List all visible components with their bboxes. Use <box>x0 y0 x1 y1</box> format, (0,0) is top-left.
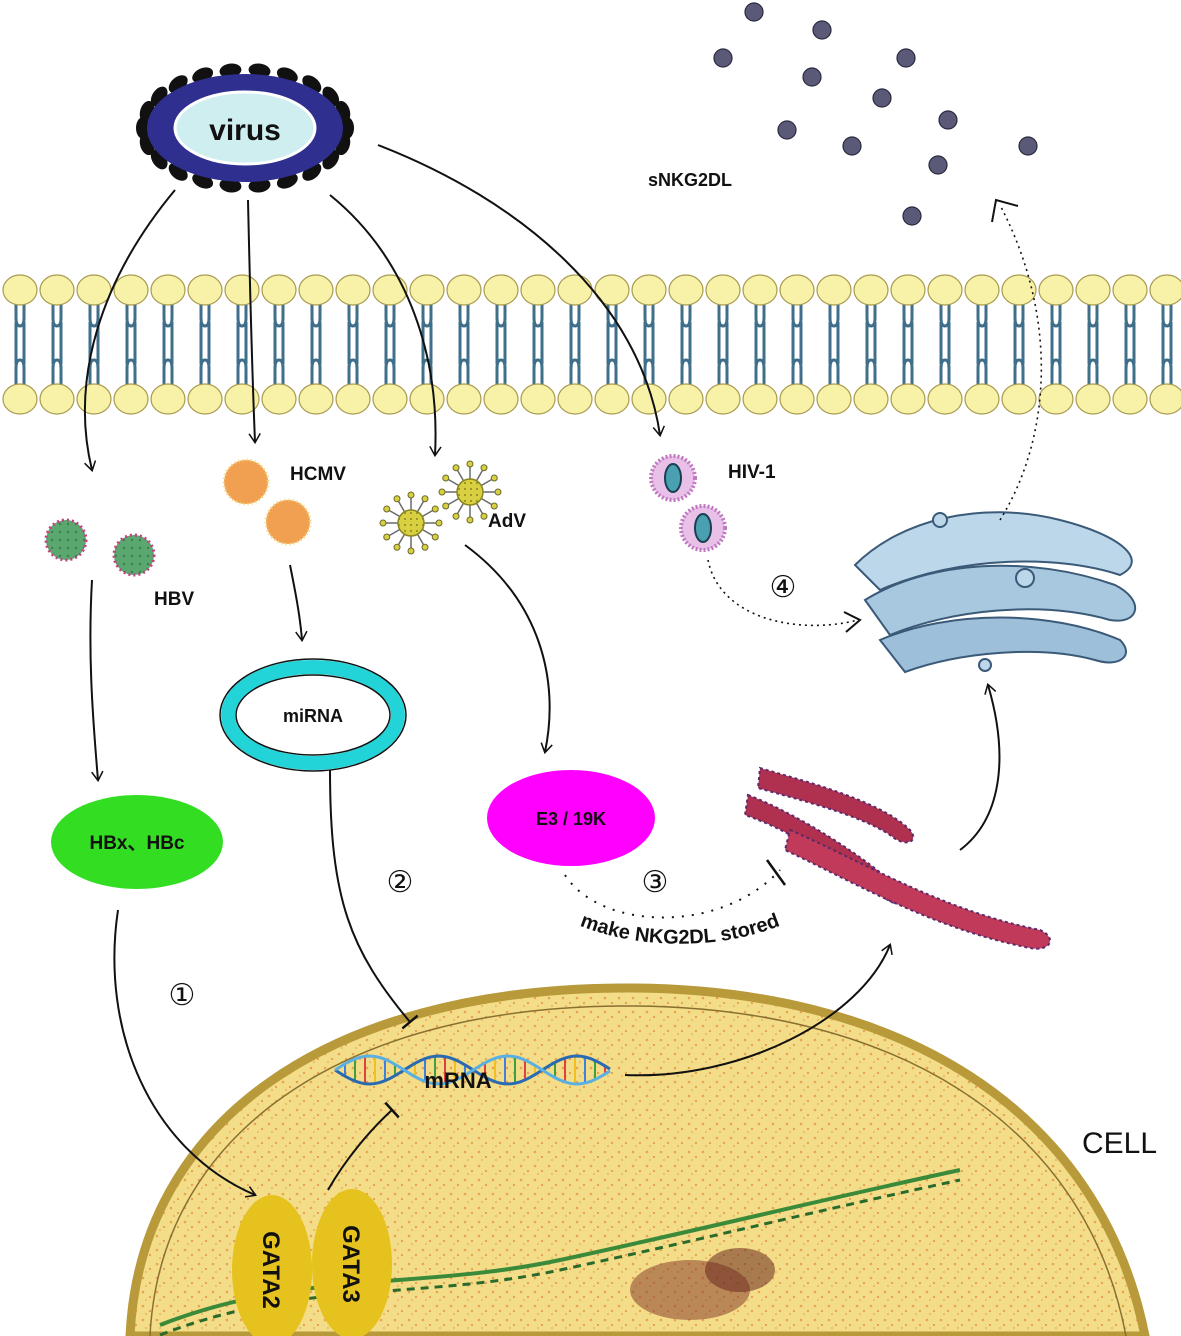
hiv-golgi-arrow <box>707 559 859 627</box>
cell-membrane <box>2 274 1181 415</box>
gata2-label: GATA2 <box>257 1231 284 1309</box>
cell-label: CELL <box>1082 1127 1157 1160</box>
step-3: ③ <box>642 866 669 899</box>
step-2: ② <box>387 866 414 899</box>
snkg2dl-dot <box>896 48 916 68</box>
snkg2dl-dot <box>713 48 733 68</box>
secretion-arrow <box>999 204 1043 521</box>
hbv-virus-icon <box>44 518 156 577</box>
secretion-arrowhead <box>991 198 1019 223</box>
hbx-hbc-label: HBx、HBc <box>89 833 184 854</box>
gata3-protein: GATA3 <box>312 1189 392 1336</box>
mrna-helix <box>334 1054 611 1086</box>
snkg2dl-dot <box>938 110 958 130</box>
hcmv-label: HCMV <box>290 464 346 485</box>
virus-label: virus <box>209 114 281 147</box>
virus-arrows <box>83 144 666 473</box>
step-4: ④ <box>770 571 797 604</box>
virus-particle: virus <box>136 63 354 193</box>
snkg2dl-dot <box>802 67 822 87</box>
snkg2dl-dot <box>928 155 948 175</box>
hiv1-virus-icon <box>649 454 727 552</box>
hiv-golgi-arrowhead <box>843 611 862 633</box>
mirna-ring <box>219 658 407 772</box>
snkg2dl-particles <box>713 2 1038 226</box>
step-1: ① <box>169 979 196 1012</box>
snkg2dl-dot <box>1018 136 1038 156</box>
snkg2dl-dot <box>777 120 797 140</box>
hbv-label: HBV <box>154 589 194 610</box>
hbx-hbc-oval <box>51 795 223 889</box>
snkg2dl-label: sNKG2DL <box>648 170 732 190</box>
snkg2dl-dot <box>812 20 832 40</box>
e3-19k-oval <box>487 770 655 866</box>
pathway-arrows <box>89 544 1001 1198</box>
gata2-protein: GATA2 <box>232 1195 312 1336</box>
adv-label: AdV <box>488 511 526 532</box>
snkg2dl-dot <box>872 88 892 108</box>
endoplasmic-reticulum <box>743 766 1051 950</box>
snkg2dl-dot <box>842 136 862 156</box>
snkg2dl-dot <box>902 206 922 226</box>
e3-19k-label: E3 / 19K <box>536 809 606 829</box>
adv-virus-icon <box>379 460 502 555</box>
hiv1-label: HIV-1 <box>728 462 776 483</box>
golgi-apparatus <box>853 511 1136 674</box>
mrna-label: mRNA <box>424 1068 491 1093</box>
hcmv-virus-icon <box>222 458 312 546</box>
make-stored-label: make NKG2DL stored <box>578 910 783 949</box>
gata3-label: GATA3 <box>337 1225 364 1303</box>
snkg2dl-dot <box>744 2 764 22</box>
mirna-label: miRNA <box>283 706 343 726</box>
